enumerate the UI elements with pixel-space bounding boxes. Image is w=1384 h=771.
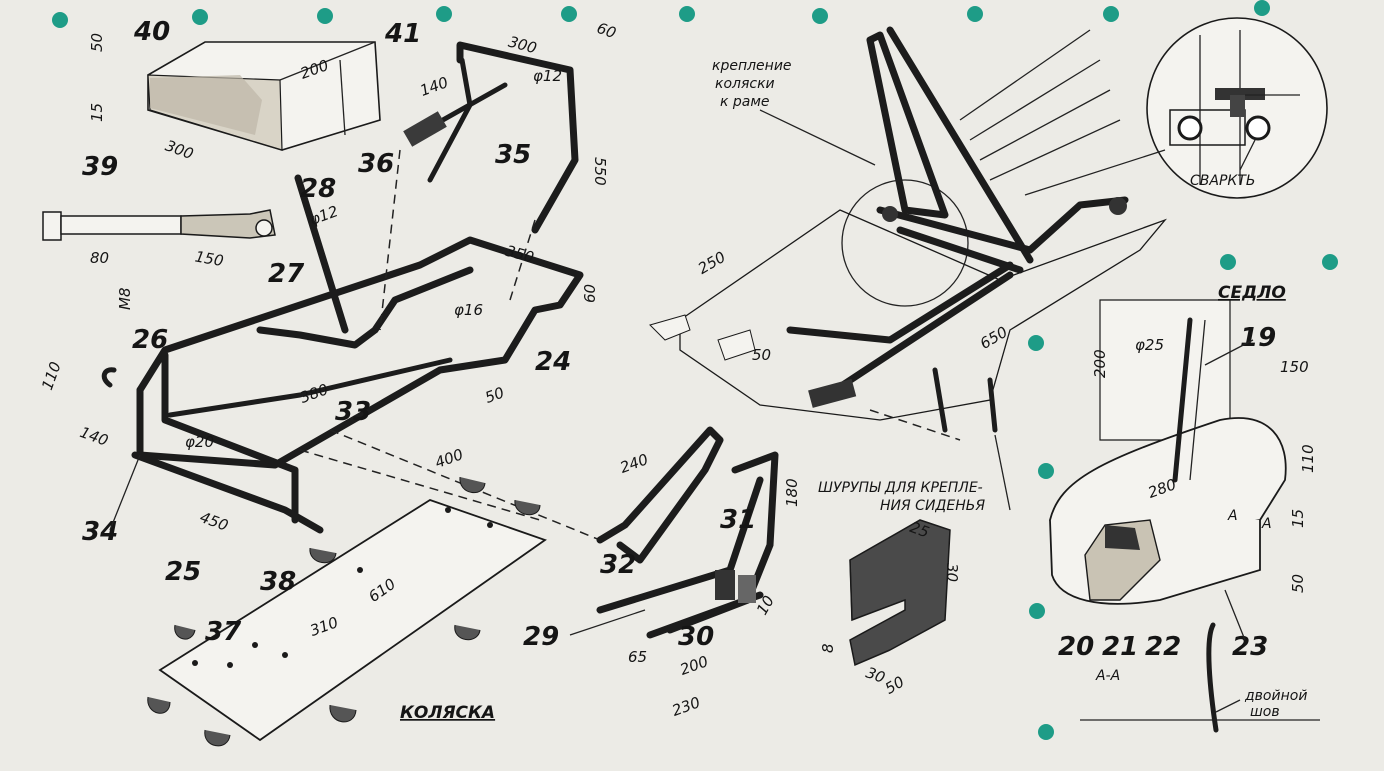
mount-assembly bbox=[649, 26, 1168, 433]
part-number: 29 bbox=[523, 622, 559, 652]
part-number: 25 bbox=[165, 557, 201, 587]
dimension-label: 60 bbox=[594, 19, 618, 42]
part-number: 20 bbox=[1058, 632, 1094, 662]
dimension-label: 200 bbox=[1091, 349, 1109, 378]
dimension-label: φ12 bbox=[533, 67, 562, 85]
dimension-label: 380 bbox=[298, 380, 331, 407]
part-number: 35 bbox=[495, 140, 531, 170]
dimension-label: M8 bbox=[116, 288, 134, 311]
dimension-label: 50 bbox=[882, 673, 908, 698]
dimension-label: 180 bbox=[783, 478, 801, 507]
dimension-label: 80 bbox=[90, 249, 109, 267]
bar-28 bbox=[294, 174, 349, 334]
dimension-label: 50 bbox=[752, 346, 771, 364]
bolt-27 bbox=[42, 209, 276, 241]
part-number: 37 bbox=[205, 617, 242, 647]
part-number: 36 bbox=[358, 149, 394, 179]
mount-note-line1: крепление bbox=[712, 58, 792, 74]
dimension-label: 230 bbox=[670, 693, 703, 720]
double-seam-note-line1: двойной bbox=[1244, 688, 1307, 704]
dimension-label: 15 bbox=[88, 103, 106, 122]
drawing-title: КОЛЯСКА bbox=[400, 703, 495, 723]
seat-title: СЕДЛО bbox=[1218, 283, 1286, 303]
part-number: 28 bbox=[300, 174, 336, 204]
dimension-label: 15 bbox=[1289, 509, 1307, 528]
dimension-label: 650 bbox=[977, 323, 1011, 353]
mount-note-line3: к раме bbox=[720, 94, 770, 110]
dimension-label: 65 bbox=[628, 648, 647, 666]
captions: КОЛЯСКА СЕДЛО А-А крепление коляски к ра… bbox=[400, 58, 1307, 723]
section-label: А-А bbox=[1095, 668, 1120, 684]
part-number: 41 bbox=[384, 19, 421, 49]
dimension-label: φ16 bbox=[454, 301, 483, 319]
dimension-label: 50 bbox=[88, 33, 106, 52]
dimension-label: 30 bbox=[863, 663, 887, 686]
part-number: 34 bbox=[82, 517, 118, 547]
part-number: 24 bbox=[535, 347, 571, 377]
part-number: 23 bbox=[1232, 632, 1268, 662]
dimension-label: 150 bbox=[194, 247, 225, 270]
dimension-label: 110 bbox=[38, 359, 65, 392]
dimension-label: φ25 bbox=[1135, 336, 1164, 354]
dimension-label: φ20 bbox=[185, 433, 214, 451]
dimension-label: 50 bbox=[1289, 574, 1307, 593]
part-number: 21 bbox=[1102, 632, 1138, 662]
dimension-label: 140 bbox=[78, 423, 111, 450]
registration-dots bbox=[52, 0, 1338, 740]
back-support-31 bbox=[596, 426, 779, 639]
dimension-label: 300 bbox=[163, 136, 196, 163]
weld-detail bbox=[1146, 17, 1328, 199]
footboard-37 bbox=[147, 476, 547, 747]
dimension-label: 110 bbox=[1299, 444, 1317, 473]
stroller-frame bbox=[101, 236, 584, 534]
part-numbers: 19 20 21 22 23 24 25 26 27 28 29 30 31 3… bbox=[82, 17, 1276, 662]
dimension-label: 50 bbox=[483, 383, 507, 406]
dimension-label: 60 bbox=[581, 284, 599, 303]
part-number: 27 bbox=[268, 259, 305, 289]
dimension-label: 240 bbox=[618, 450, 651, 477]
dimension-label: 150 bbox=[1280, 358, 1309, 376]
dimension-label: φ12 bbox=[307, 202, 340, 229]
dimension-label: 30 bbox=[943, 563, 961, 582]
part-number: 19 bbox=[1240, 323, 1276, 353]
part-number: 32 bbox=[600, 550, 636, 580]
seat-assembly bbox=[1049, 299, 1320, 733]
weld-note: СВАРКТЬ bbox=[1190, 173, 1256, 189]
assembly-lines bbox=[299, 149, 961, 541]
dimension-label: 550 bbox=[591, 157, 609, 186]
leader-lines bbox=[109, 109, 1256, 713]
part-number: 33 bbox=[335, 397, 371, 427]
part-number: 40 bbox=[133, 17, 170, 47]
part-number: 38 bbox=[260, 567, 296, 597]
dimension-label: 140 bbox=[418, 73, 451, 100]
screws-note-line1: ШУРУПЫ ДЛЯ КРЕПЛЕ- bbox=[818, 480, 983, 496]
section-marker: А bbox=[1227, 508, 1238, 524]
part-number: 39 bbox=[82, 152, 118, 182]
part-number: 31 bbox=[720, 505, 756, 535]
dimension-label: 400 bbox=[433, 445, 466, 472]
dimension-label: 8 bbox=[819, 643, 837, 653]
dimension-label: 350 bbox=[504, 242, 536, 267]
dimension-label: 250 bbox=[695, 248, 729, 278]
double-seam-note-line2: шов bbox=[1250, 704, 1280, 720]
mount-note-line2: коляски bbox=[715, 76, 775, 92]
foam-block-40 bbox=[147, 41, 381, 151]
screws-note-line2: НИЯ СИДЕНЬЯ bbox=[880, 498, 985, 514]
part-number: 30 bbox=[678, 622, 714, 652]
part-number: 22 bbox=[1145, 632, 1181, 662]
dimension-label: 25 bbox=[908, 518, 932, 541]
section-marker: А bbox=[1261, 516, 1272, 532]
dimension-label: 450 bbox=[198, 508, 231, 535]
part-number: 26 bbox=[132, 325, 168, 355]
handle-35 bbox=[403, 41, 579, 234]
u-bracket-30 bbox=[849, 519, 951, 667]
dimension-label: 200 bbox=[678, 652, 711, 679]
